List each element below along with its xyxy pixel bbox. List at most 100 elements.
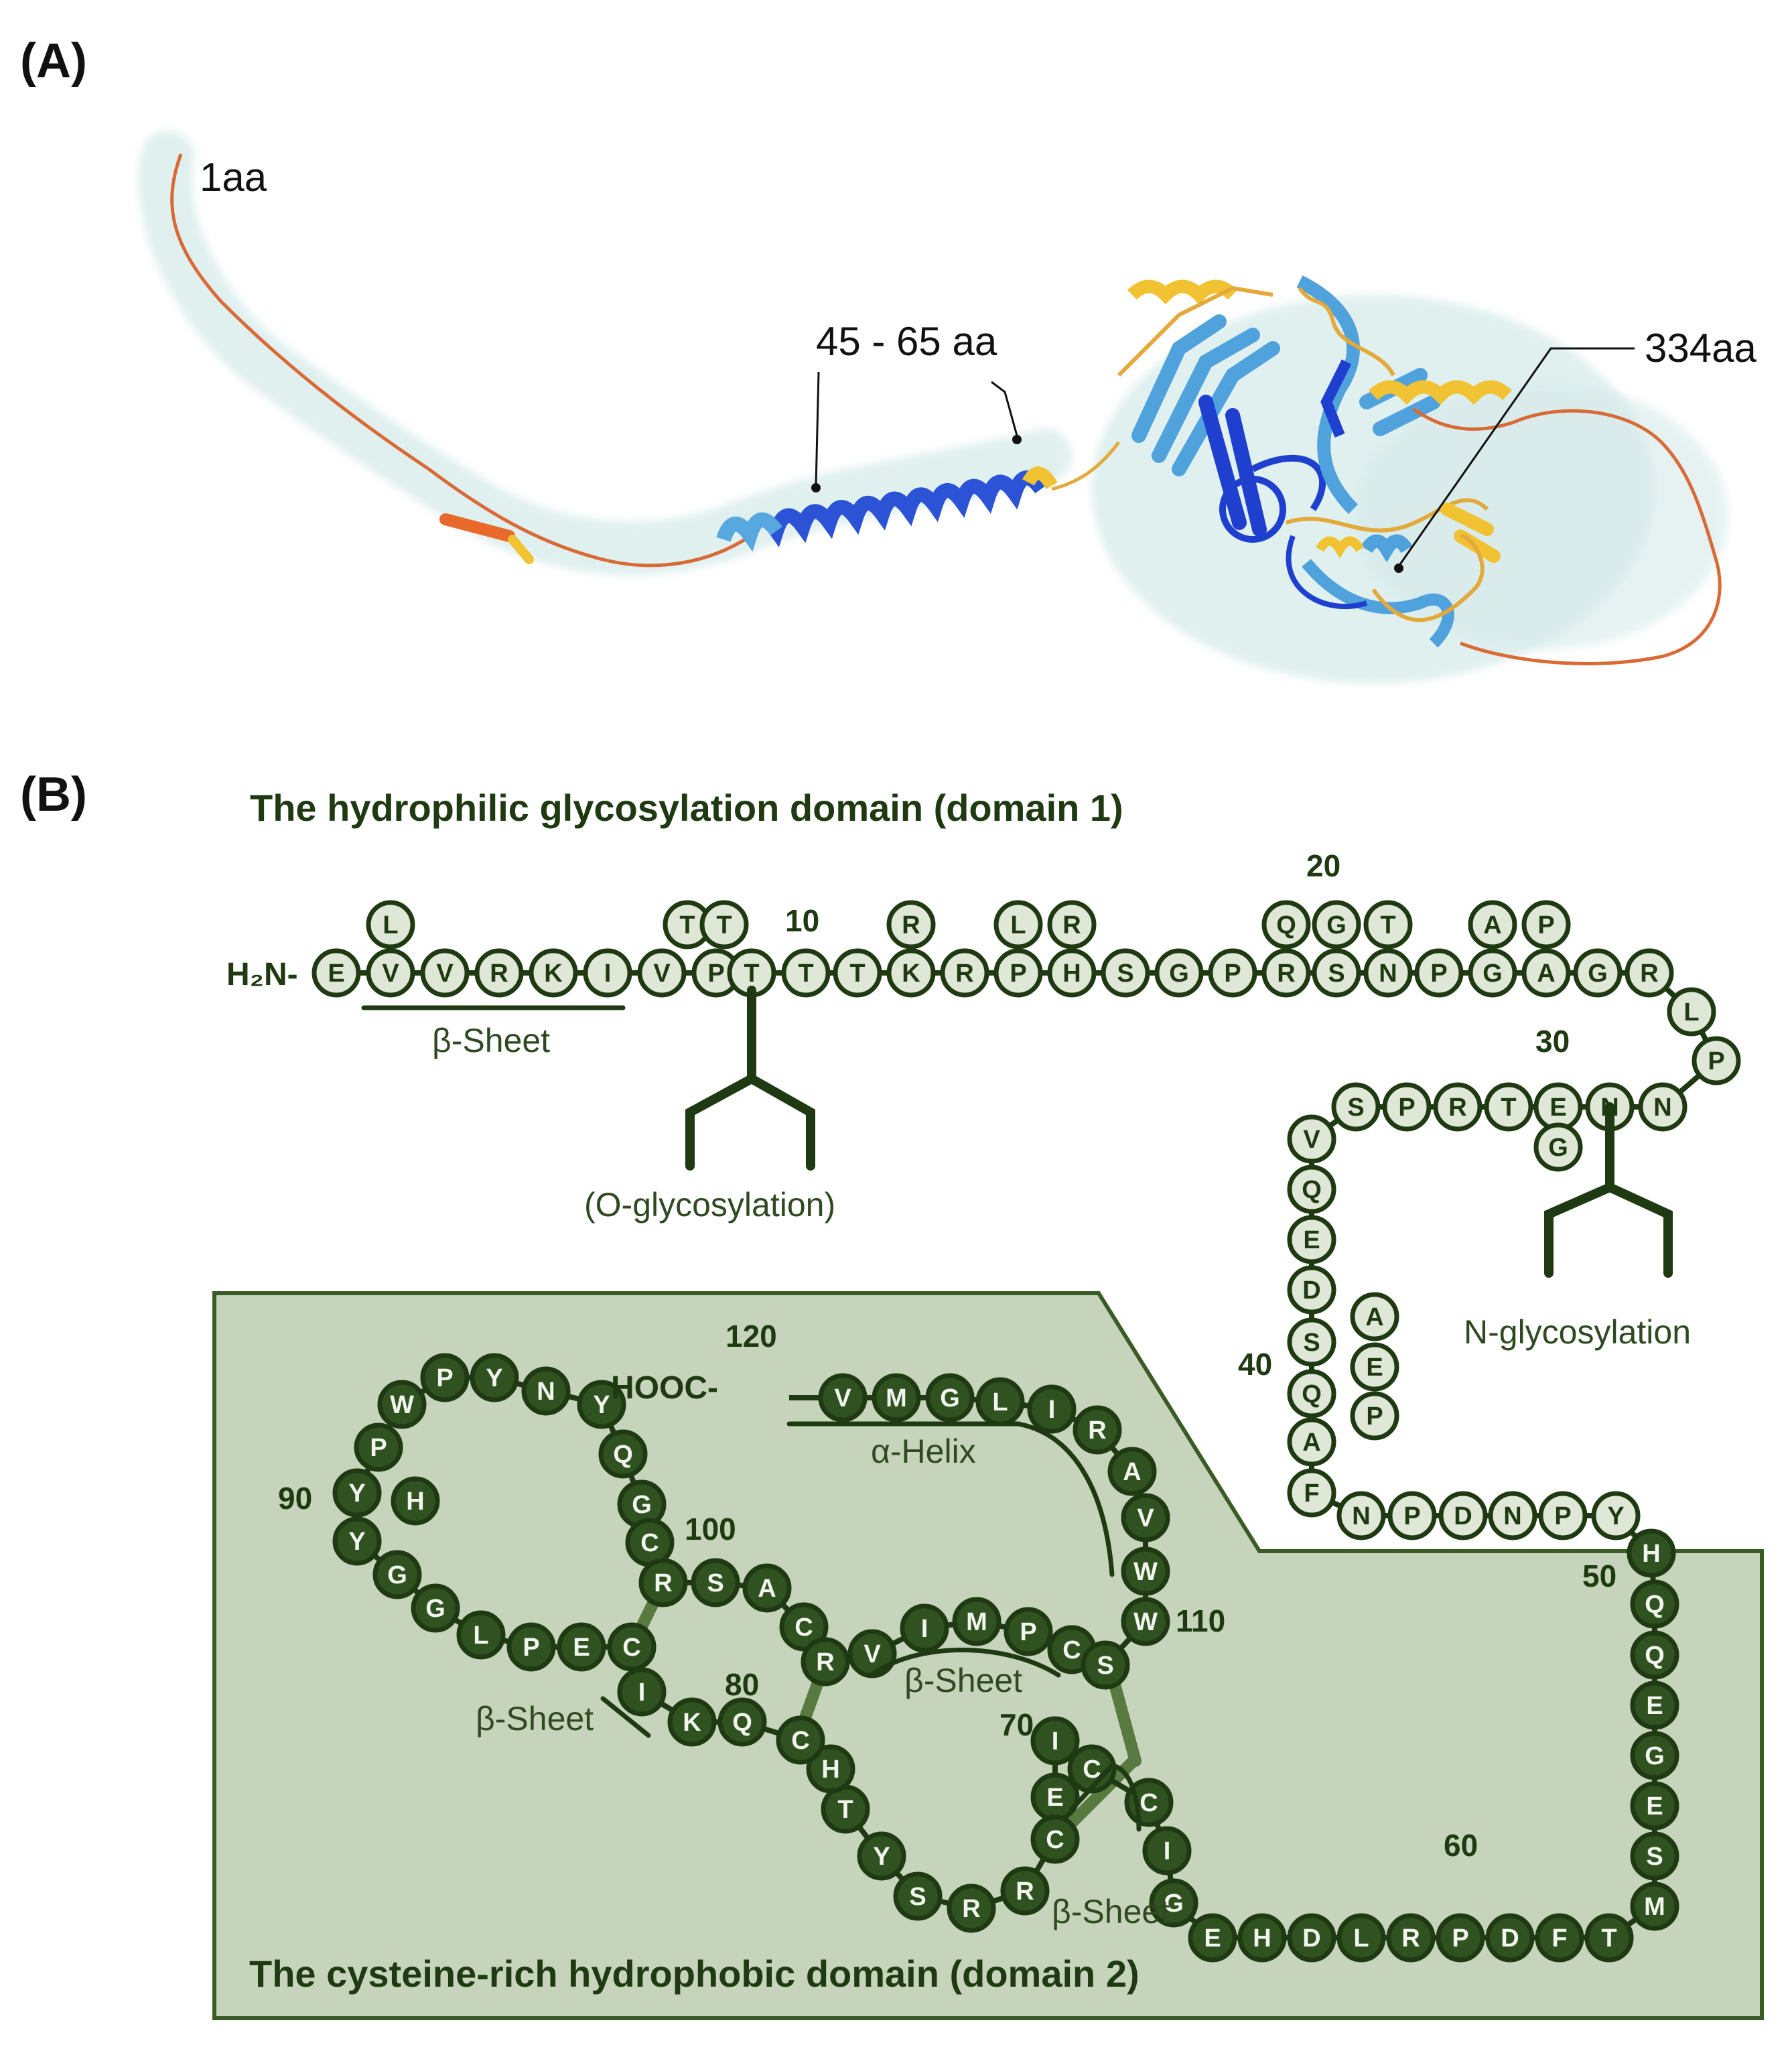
residue-103: A bbox=[742, 1563, 792, 1613]
residue-118: L bbox=[975, 1377, 1025, 1427]
residue-76: S bbox=[893, 1871, 943, 1921]
svg-text:L: L bbox=[1683, 998, 1699, 1027]
residue-52: Q bbox=[1630, 1630, 1679, 1680]
number-60: 60 bbox=[1444, 1828, 1478, 1863]
number-20: 20 bbox=[1306, 848, 1340, 883]
residue-16: S bbox=[1101, 948, 1150, 998]
strand-orange bbox=[439, 513, 515, 542]
residue-55: E bbox=[1630, 1781, 1679, 1831]
residue-31: E bbox=[1533, 1082, 1583, 1132]
svg-text:G: G bbox=[1326, 911, 1347, 939]
svg-text:H: H bbox=[1253, 1924, 1271, 1953]
panel-b-label: (B) bbox=[20, 768, 87, 821]
residue-41: Q bbox=[1287, 1369, 1336, 1418]
residue-78: T bbox=[821, 1784, 870, 1834]
svg-text:M: M bbox=[966, 1608, 987, 1636]
residue-25: G bbox=[1573, 948, 1623, 998]
number-30: 30 bbox=[1535, 1024, 1570, 1059]
residue-38: E bbox=[1287, 1215, 1336, 1264]
residue-120: M bbox=[872, 1373, 921, 1423]
residue-39: D bbox=[1287, 1265, 1336, 1315]
residue-66: E bbox=[1188, 1913, 1237, 1963]
residue-111: S bbox=[1081, 1640, 1130, 1690]
svg-text:S: S bbox=[707, 1569, 723, 1597]
residue-105: R bbox=[801, 1637, 850, 1687]
residue-47: N bbox=[1488, 1491, 1537, 1540]
residue-2: V bbox=[366, 948, 415, 998]
svg-text:F: F bbox=[1552, 1924, 1567, 1953]
residue-89: G bbox=[372, 1550, 422, 1599]
svg-text:R: R bbox=[816, 1648, 834, 1676]
svg-text:I: I bbox=[604, 960, 612, 988]
svg-text:T: T bbox=[1601, 1924, 1616, 1953]
svg-text:R: R bbox=[490, 960, 508, 988]
residue-17: G bbox=[1154, 948, 1204, 998]
label-45-65aa: 45 - 65 aa bbox=[816, 319, 997, 364]
residue-1: E bbox=[312, 948, 361, 998]
number-110: 110 bbox=[1176, 1603, 1225, 1638]
residue-119: G bbox=[925, 1373, 975, 1423]
residue-104: C bbox=[779, 1602, 829, 1652]
svg-text:G: G bbox=[1548, 1134, 1568, 1162]
number-40: 40 bbox=[1238, 1347, 1272, 1382]
svg-text:T: T bbox=[837, 1796, 853, 1824]
svg-text:A: A bbox=[758, 1575, 776, 1603]
svg-text:T: T bbox=[679, 911, 695, 939]
svg-text:R: R bbox=[1062, 911, 1081, 939]
svg-text:W: W bbox=[390, 1391, 414, 1419]
residue-92: P bbox=[354, 1423, 403, 1472]
residue-12: K bbox=[886, 948, 936, 998]
residue-34: P bbox=[1382, 1082, 1432, 1132]
svg-text:G: G bbox=[1169, 960, 1189, 988]
domain2-region bbox=[212, 1291, 1764, 2020]
beta-sheet-label-2: β-Sheet bbox=[904, 1662, 1022, 1699]
residue-21: N bbox=[1363, 948, 1413, 998]
residue-33: R bbox=[1433, 1082, 1483, 1132]
beta-sheet-label-4: β-Sheet bbox=[1052, 1893, 1170, 1930]
beta-sheet-label-1: β-Sheet bbox=[432, 1022, 550, 1059]
svg-text:G: G bbox=[1164, 1890, 1184, 1918]
svg-text:P: P bbox=[1020, 1618, 1036, 1646]
residue-32: T bbox=[1484, 1082, 1533, 1132]
svg-text:P: P bbox=[1554, 1502, 1571, 1530]
svg-text:N: N bbox=[537, 1378, 555, 1406]
svg-text:S: S bbox=[1097, 1652, 1113, 1680]
side-residue: E bbox=[1350, 1342, 1399, 1392]
label-334aa: 334aa bbox=[1645, 326, 1756, 371]
side-residue: R bbox=[886, 900, 936, 949]
svg-text:P: P bbox=[1403, 1502, 1420, 1530]
residue-57: M bbox=[1630, 1881, 1679, 1931]
svg-text:D: D bbox=[1302, 1924, 1320, 1953]
residue-58: T bbox=[1584, 1913, 1634, 1963]
svg-text:C: C bbox=[622, 1634, 640, 1662]
residue-107: I bbox=[900, 1603, 949, 1653]
residue-106: V bbox=[847, 1629, 897, 1678]
svg-text:P: P bbox=[1537, 911, 1554, 939]
n-glycosylation-label: N-glycosylation bbox=[1464, 1313, 1691, 1351]
svg-text:Y: Y bbox=[1607, 1502, 1624, 1530]
svg-text:Q: Q bbox=[1645, 1642, 1665, 1670]
residue-102: S bbox=[691, 1558, 740, 1607]
svg-text:S: S bbox=[1117, 960, 1133, 988]
svg-text:Y: Y bbox=[873, 1843, 890, 1871]
residue-83: I bbox=[617, 1667, 667, 1717]
svg-text:E: E bbox=[1646, 1792, 1663, 1821]
svg-text:V: V bbox=[834, 1384, 851, 1412]
residue-121: V bbox=[818, 1373, 868, 1423]
svg-text:R: R bbox=[1016, 1877, 1034, 1906]
residue-72: E bbox=[1030, 1772, 1080, 1822]
svg-text:C: C bbox=[791, 1727, 809, 1755]
svg-text:P: P bbox=[1366, 1402, 1383, 1431]
side-residue: R bbox=[1047, 900, 1097, 949]
residue-86: P bbox=[506, 1622, 556, 1672]
svg-text:T: T bbox=[1501, 1094, 1516, 1122]
svg-text:A: A bbox=[1365, 1303, 1383, 1331]
svg-text:Y: Y bbox=[486, 1364, 502, 1392]
svg-text:R: R bbox=[1088, 1416, 1106, 1445]
leader-334-dot bbox=[1394, 564, 1403, 573]
svg-text:I: I bbox=[1164, 1837, 1171, 1865]
panel-a-label: (A) bbox=[20, 34, 87, 88]
svg-text:P: P bbox=[1224, 960, 1241, 988]
residue-74: R bbox=[1000, 1866, 1050, 1916]
svg-text:D: D bbox=[1302, 1276, 1320, 1305]
